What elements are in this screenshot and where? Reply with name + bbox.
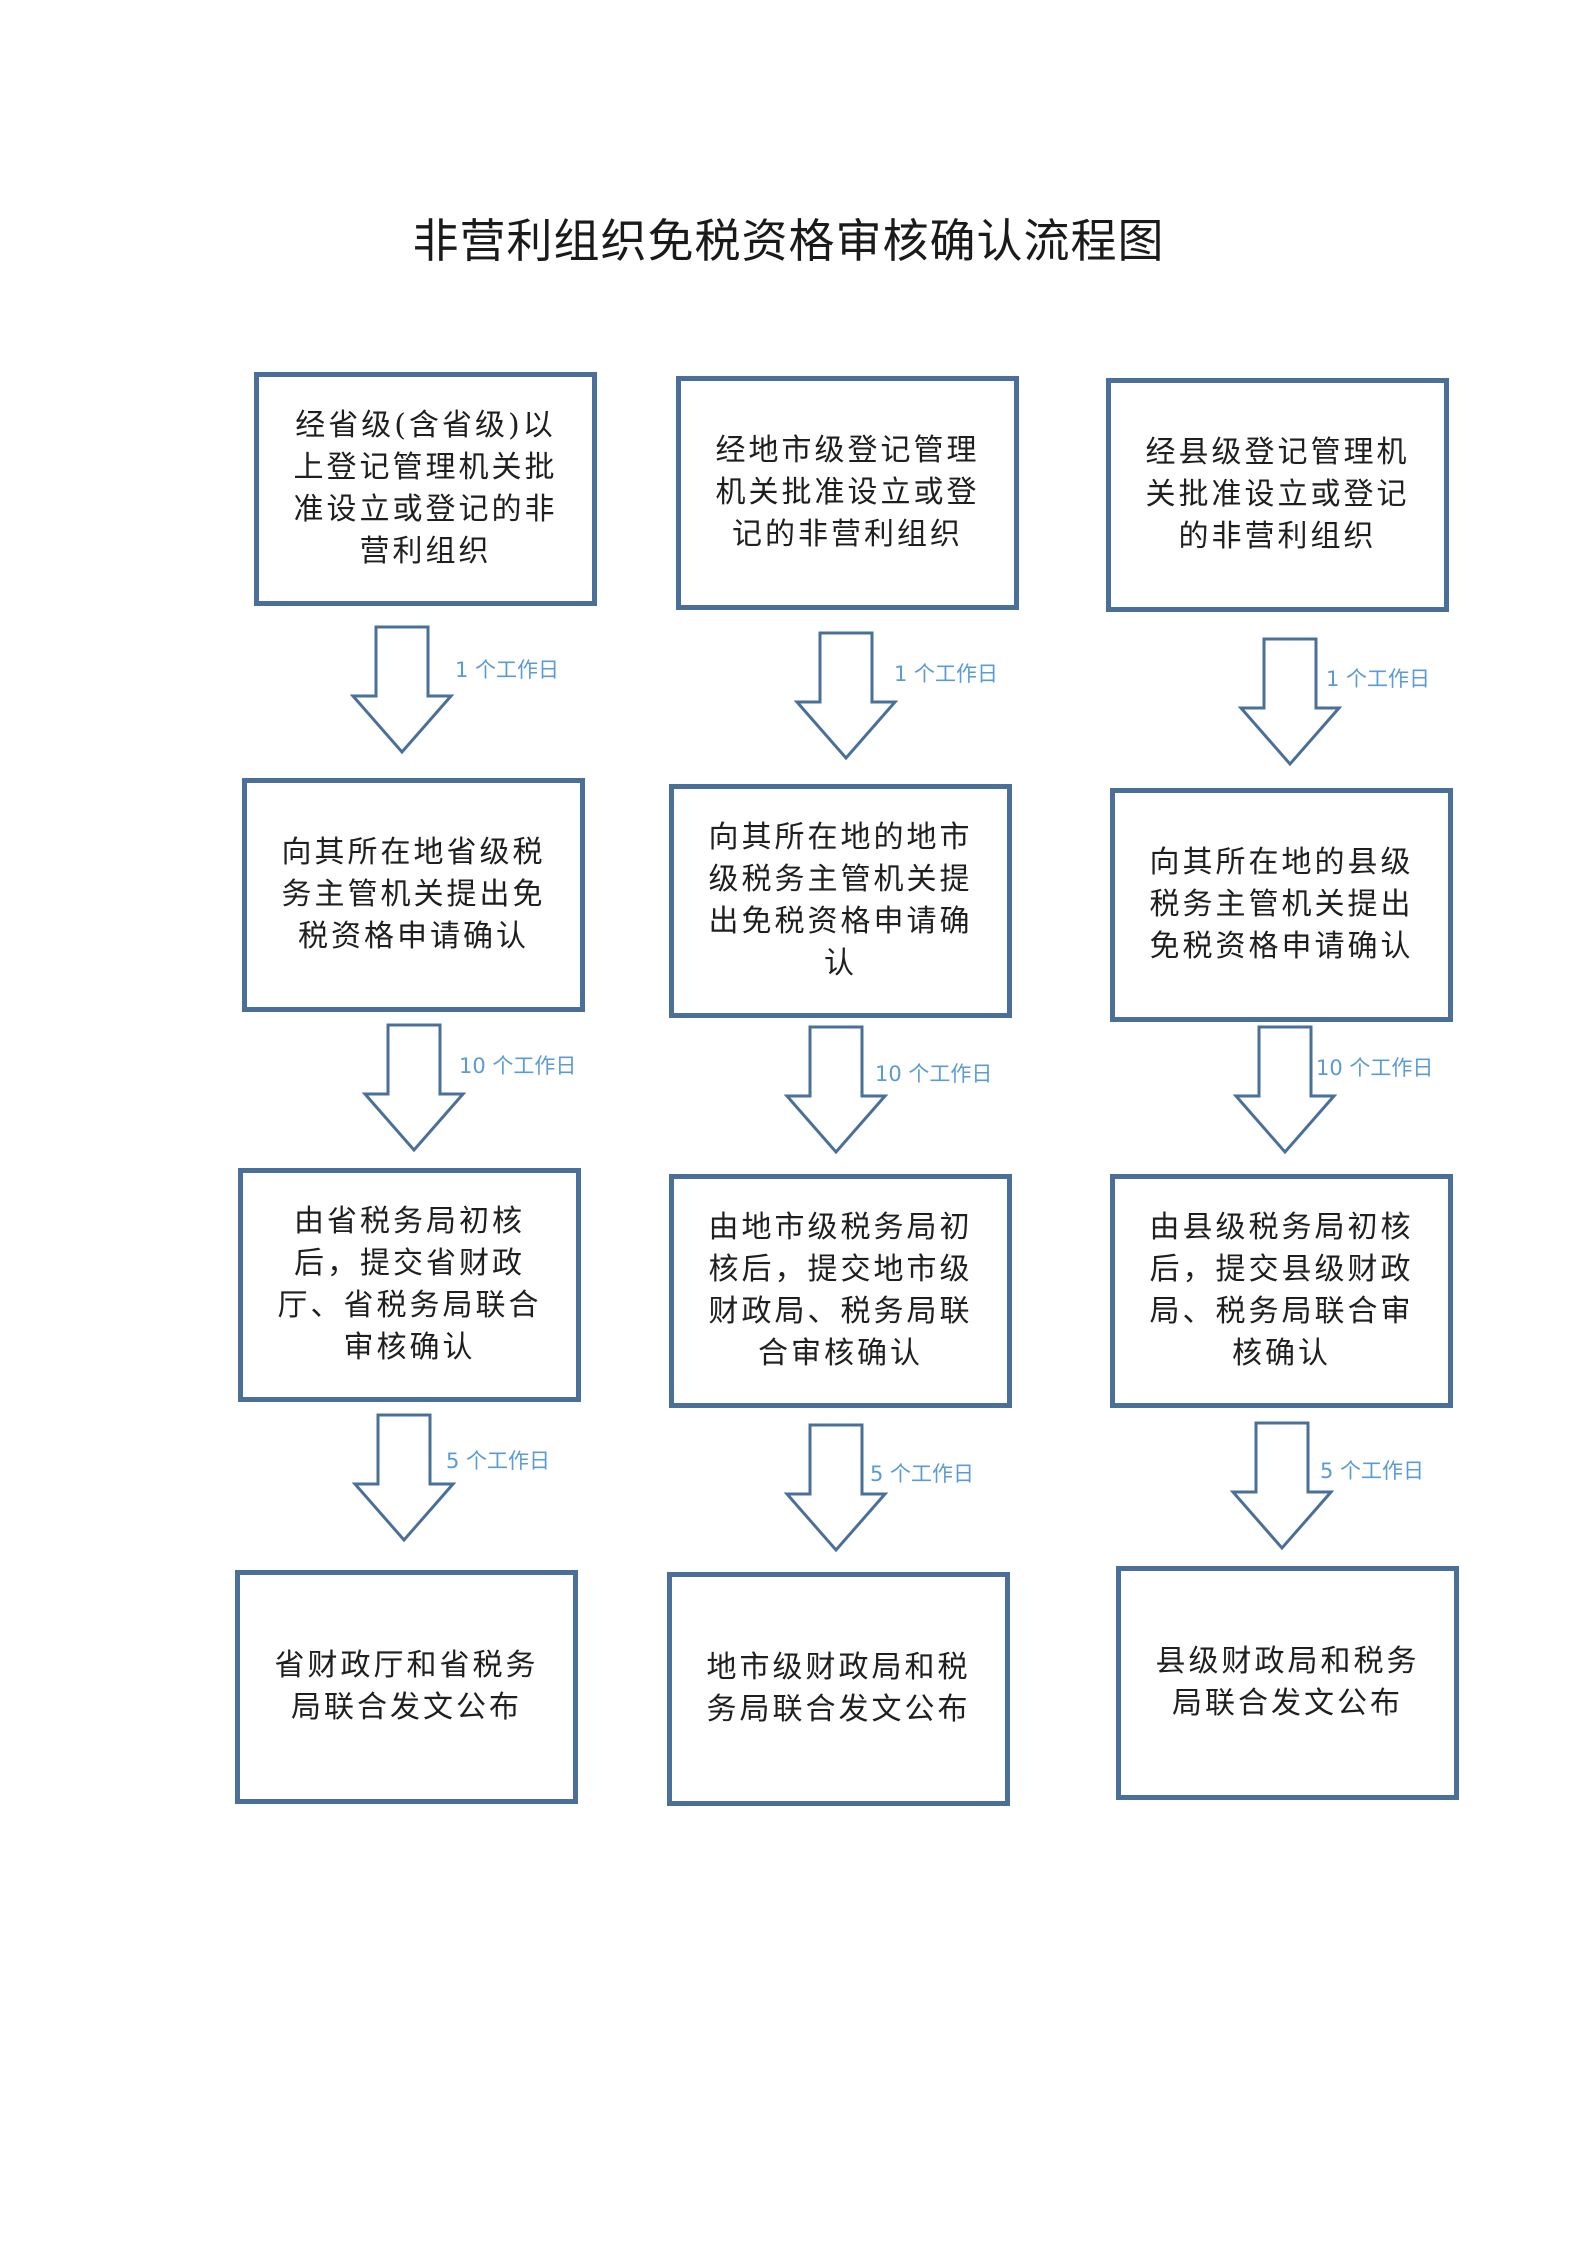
down-arrow-icon xyxy=(352,1412,456,1544)
box-province-org: 经省级(含省级)以上登记管理机关批准设立或登记的非营利组织 xyxy=(254,372,597,606)
step-duration-label: 1 个工作日 xyxy=(455,658,560,682)
down-arrow-icon xyxy=(1230,1420,1334,1552)
box-county-review: 由县级税务局初核后，提交县级财政局、税务局联合审核确认 xyxy=(1110,1174,1453,1408)
box-city-review: 由地市级税务局初核后，提交地市级财政局、税务局联合审核确认 xyxy=(669,1174,1012,1408)
box-text: 省财政厅和省税务局联合发文公布 xyxy=(274,1648,539,1725)
step-duration-label: 10 个工作日 xyxy=(459,1054,577,1078)
box-province-review: 由省税务局初核后，提交省财政厅、省税务局联合审核确认 xyxy=(238,1168,581,1402)
down-arrow-icon xyxy=(794,630,898,762)
step-duration-label: 10 个工作日 xyxy=(875,1062,993,1086)
down-arrow-icon xyxy=(350,624,454,756)
down-arrow-icon xyxy=(1238,636,1342,768)
box-text: 由地市级税务局初核后，提交地市级财政局、税务局联合审核确认 xyxy=(708,1210,973,1371)
down-arrow-icon xyxy=(362,1022,466,1154)
box-county-publish: 县级财政局和税务局联合发文公布 xyxy=(1116,1566,1459,1800)
step-duration-label: 1 个工作日 xyxy=(1326,667,1431,691)
box-text: 经省级(含省级)以上登记管理机关批准设立或登记的非营利组织 xyxy=(293,408,558,569)
step-duration-label: 5 个工作日 xyxy=(1320,1459,1425,1483)
step-duration-label: 5 个工作日 xyxy=(446,1449,551,1473)
box-city-apply: 向其所在地的地市级税务主管机关提出免税资格申请确认 xyxy=(669,784,1012,1018)
box-text: 由省税务局初核后，提交省财政厅、省税务局联合审核确认 xyxy=(277,1204,542,1365)
box-county-apply: 向其所在地的县级税务主管机关提出免税资格申请确认 xyxy=(1110,788,1453,1022)
down-arrow-icon xyxy=(784,1024,888,1156)
box-province-apply: 向其所在地省级税务主管机关提出免税资格申请确认 xyxy=(242,778,585,1012)
step-duration-label: 5 个工作日 xyxy=(870,1462,975,1486)
box-text: 经县级登记管理机关批准设立或登记的非营利组织 xyxy=(1145,435,1410,554)
down-arrow-icon xyxy=(1233,1024,1337,1156)
step-duration-label: 1 个工作日 xyxy=(894,662,999,686)
box-city-publish: 地市级财政局和税务局联合发文公布 xyxy=(667,1572,1010,1806)
step-duration-label: 10 个工作日 xyxy=(1316,1056,1434,1080)
box-text: 由县级税务局初核后，提交县级财政局、税务局联合审核确认 xyxy=(1149,1210,1414,1371)
box-text: 向其所在地的县级税务主管机关提出免税资格申请确认 xyxy=(1149,845,1414,964)
down-arrow-icon xyxy=(784,1422,888,1554)
box-text: 县级财政局和税务局联合发文公布 xyxy=(1155,1644,1420,1721)
box-text: 向其所在地省级税务主管机关提出免税资格申请确认 xyxy=(281,835,546,954)
box-text: 经地市级登记管理机关批准设立或登记的非营利组织 xyxy=(715,433,980,552)
box-text: 向其所在地的地市级税务主管机关提出免税资格申请确认 xyxy=(708,820,973,981)
box-city-org: 经地市级登记管理机关批准设立或登记的非营利组织 xyxy=(676,376,1019,610)
box-province-publish: 省财政厅和省税务局联合发文公布 xyxy=(235,1570,578,1804)
box-county-org: 经县级登记管理机关批准设立或登记的非营利组织 xyxy=(1106,378,1449,612)
box-text: 地市级财政局和税务局联合发文公布 xyxy=(706,1650,971,1727)
page-title: 非营利组织免税资格审核确认流程图 xyxy=(412,214,1165,268)
